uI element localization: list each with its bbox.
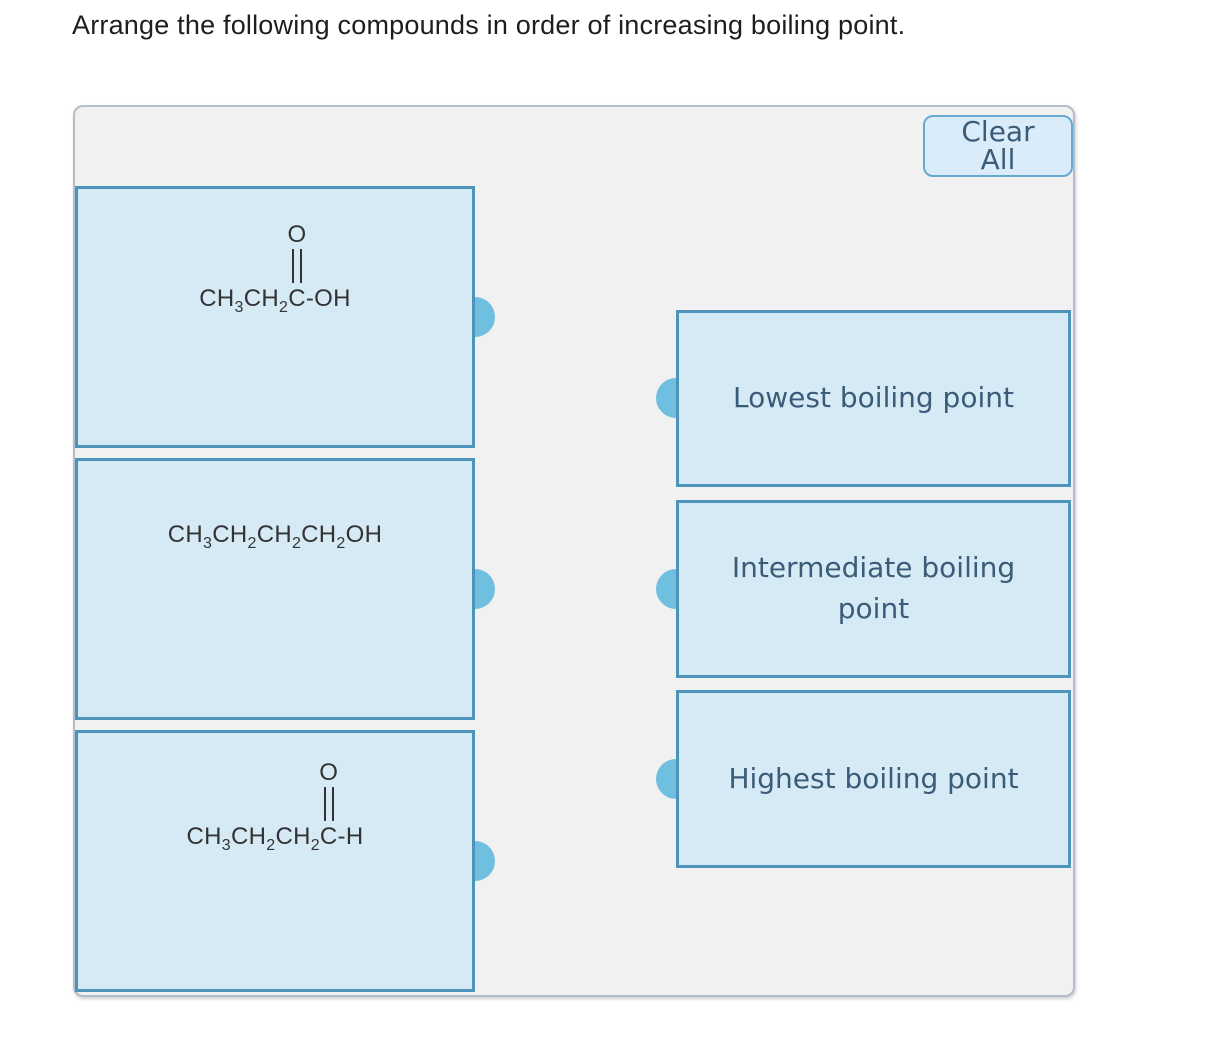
target-label-intermediate: Intermediate boiling point <box>731 551 1016 625</box>
subscript: 3 <box>221 836 231 854</box>
compound-card-2[interactable]: CH3CH2CH2CH2OH <box>75 458 475 720</box>
chemical-structure-2: CH3CH2CH2CH2OH <box>167 521 383 552</box>
clear-all-button[interactable]: Clear All <box>923 115 1073 177</box>
oxygen-atom: O <box>319 759 339 786</box>
subscript: 2 <box>310 836 320 854</box>
oxygen-atom: O <box>287 221 307 248</box>
target-label-lowest: Lowest boiling point <box>733 381 1014 415</box>
double-bond-icon <box>323 787 334 821</box>
subscript: 2 <box>336 534 346 552</box>
subscript: 2 <box>278 298 289 316</box>
drop-target-lowest-boiling[interactable]: Lowest boiling point <box>676 310 1071 487</box>
drop-target-intermediate-boiling[interactable]: Intermediate boiling point <box>676 500 1071 678</box>
subscript: 2 <box>247 534 257 552</box>
target-label-highest: Highest boiling point <box>728 761 1019 795</box>
subscript: 3 <box>234 298 244 316</box>
double-bond-icon <box>292 249 302 283</box>
subscript: 3 <box>203 534 213 552</box>
drop-target-highest-boiling[interactable]: Highest boiling point <box>676 690 1071 868</box>
subscript: 2 <box>266 836 276 854</box>
page-title: Arrange the following compounds in order… <box>72 10 906 40</box>
subscript: 2 <box>291 534 302 552</box>
